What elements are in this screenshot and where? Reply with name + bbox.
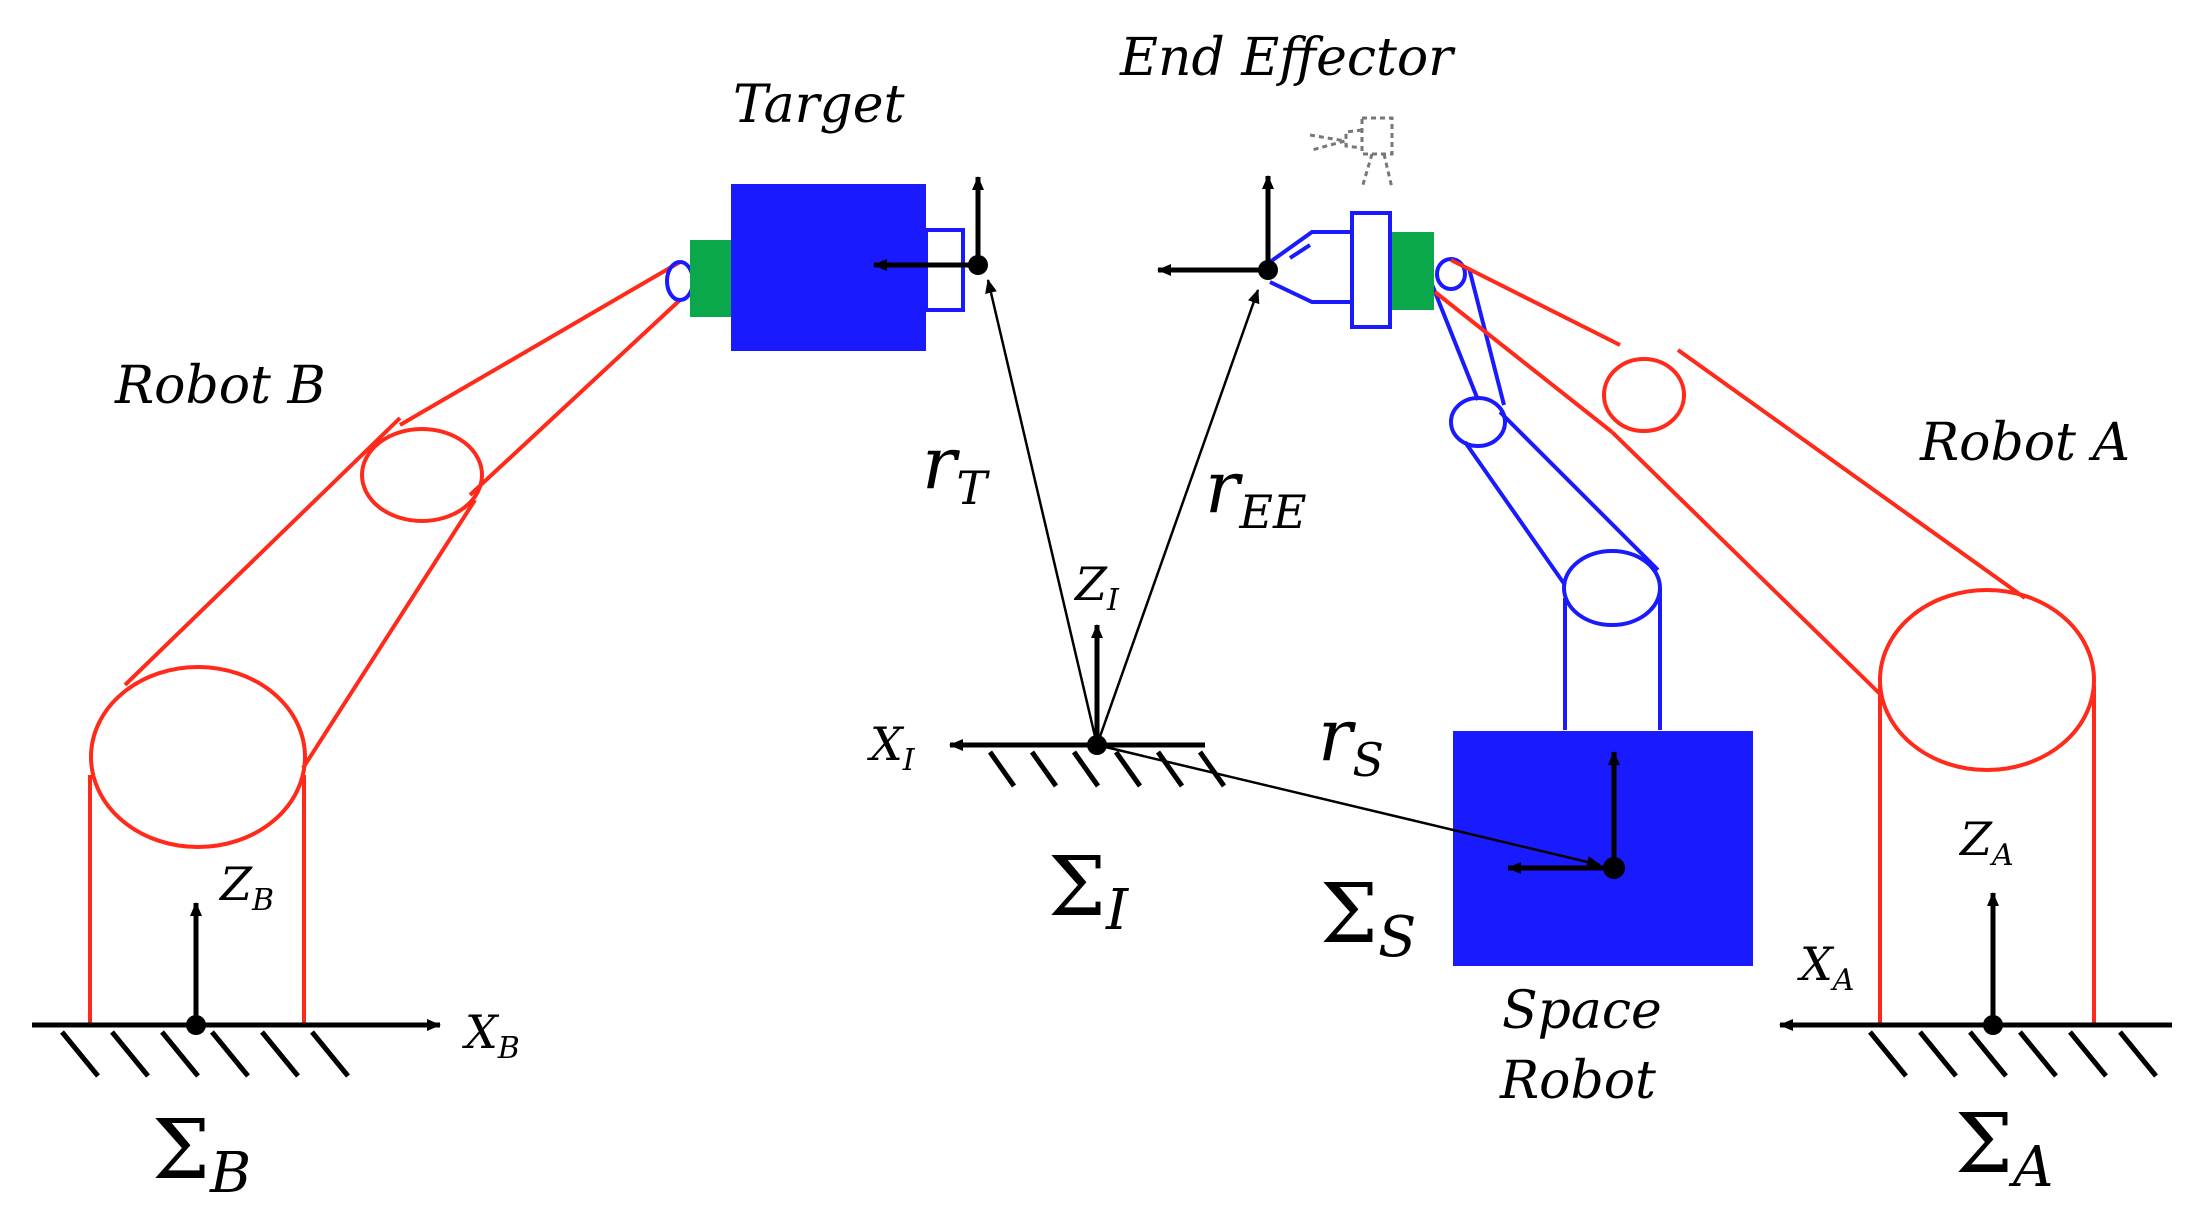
position-vectors	[985, 279, 1601, 868]
sigma-a-label: ΣA	[1955, 1097, 2053, 1200]
axis-x-a-label: XA	[1797, 937, 1854, 998]
robot-b	[88, 260, 682, 1025]
robot-b-upper-link-left	[123, 416, 402, 687]
robot-b-wrist-joint	[665, 260, 695, 302]
vector-r-ee-label: rEE	[1205, 445, 1307, 539]
end-effector	[1268, 211, 1392, 329]
space-robot-label-line1: Space	[1502, 981, 1662, 1041]
space-robot-body	[1453, 731, 1753, 966]
robot-b-upper-link-right	[301, 498, 477, 770]
vector-r-s-label: rS	[1318, 693, 1384, 787]
robot-b-frame	[190, 902, 441, 1031]
sigma-b-label: ΣB	[152, 1103, 251, 1206]
robot-b-forearm-bottom	[468, 298, 682, 497]
vector-r-ee	[1095, 289, 1260, 746]
target-frame-origin	[968, 255, 988, 275]
target-frame	[873, 176, 984, 271]
robot-b-gripper	[690, 240, 731, 317]
space-robot-joint-2	[1562, 549, 1662, 627]
vector-r-s	[1096, 743, 1601, 868]
end-effector-frame-origin	[1258, 260, 1278, 280]
space-robot-joint-1	[1449, 396, 1507, 448]
robot-a-shoulder-joint	[1878, 588, 2096, 772]
space-robot-label-line2: Robot	[1499, 1051, 1656, 1111]
robot-a-frame-origin	[1983, 1015, 2003, 1035]
axis-z-b-label: ZB	[218, 857, 274, 918]
robot-b-elbow-joint	[360, 427, 484, 523]
robot-a-wrist-joint	[1435, 257, 1467, 291]
robot-a	[1433, 258, 2096, 1025]
end-effector-ghost	[1309, 116, 1394, 189]
sigma-s-label: ΣS	[1320, 867, 1416, 970]
target-handle	[924, 228, 965, 312]
robot-a-elbow-joint	[1602, 357, 1686, 433]
robot-a-label: Robot A	[1919, 413, 2130, 473]
vector-r-t	[985, 279, 1099, 746]
space-robot-frame	[1507, 751, 1620, 874]
axis-x-i-label: XI	[867, 717, 916, 778]
robot-b-forearm-top	[398, 260, 682, 427]
sigma-i-label: ΣI	[1048, 840, 1130, 943]
robot-b-shoulder-joint	[89, 665, 307, 849]
target-label: Target	[733, 75, 905, 135]
robot-b-label: Robot B	[114, 356, 326, 416]
vector-r-t-label: rT	[922, 421, 990, 515]
robot-b-frame-origin	[186, 1015, 206, 1035]
space-robot-arm	[1429, 267, 1662, 730]
robot-a-frame	[1779, 892, 1999, 1031]
axis-x-b-label: XB	[462, 1005, 520, 1066]
end-effector-frame	[1157, 175, 1274, 276]
inertial-frame	[949, 624, 1103, 751]
robot-a-gripper	[1392, 232, 1434, 310]
end-effector-label: End Effector	[1119, 28, 1456, 88]
space-robot-frame-origin	[1603, 857, 1625, 879]
axis-z-a-label: ZA	[1958, 812, 2014, 873]
axis-z-i-label: ZI	[1073, 557, 1120, 618]
robot-a-ground	[1868, 1022, 2172, 1078]
